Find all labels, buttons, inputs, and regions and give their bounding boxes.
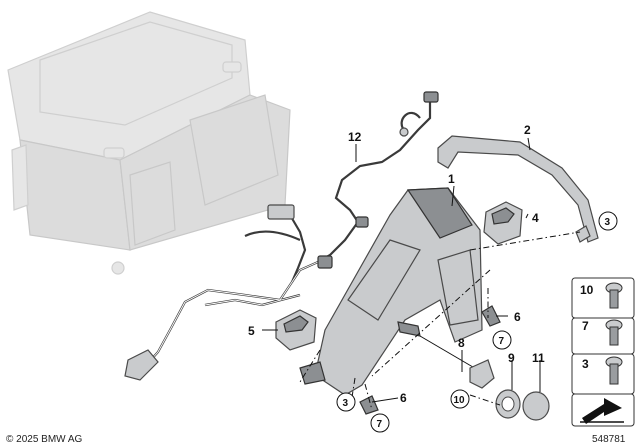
callout-7b-circle: 7 [370, 413, 390, 433]
wiring-harness [124, 91, 439, 381]
svg-text:7: 7 [499, 336, 505, 347]
svg-text:3: 3 [343, 398, 349, 409]
svg-text:3: 3 [605, 217, 611, 228]
lock-cylinder-4 [483, 201, 523, 245]
copyright-text: © 2025 BMW AG [6, 434, 83, 445]
callout-12: 12 [348, 130, 362, 144]
carrier-bracket [299, 187, 483, 396]
svg-text:7: 7 [377, 419, 383, 430]
cap-11 [522, 391, 550, 421]
top-case-ghost [7, 11, 291, 275]
fastener-legend: 10 7 3 [571, 277, 635, 427]
callout-7a-circle: 7 [492, 330, 512, 350]
torx-screw-icon-10 [605, 282, 623, 309]
ring-9 [495, 389, 521, 419]
callout-4: 4 [532, 211, 539, 225]
leader-lines [262, 137, 541, 403]
callout-6a: 6 [514, 310, 521, 324]
callout-11: 11 [532, 351, 545, 365]
legend-label-3: 3 [582, 357, 589, 371]
screw-3-a [575, 225, 591, 243]
rear-handle [437, 135, 599, 243]
callout-3b-circle: 3 [336, 392, 356, 412]
callout-5: 5 [248, 324, 255, 338]
gasket-6 [359, 305, 501, 415]
pin-8 [397, 321, 495, 389]
callout-2: 2 [524, 123, 531, 137]
callouts: 1 2 12 4 5 6 8 9 11 6 3 7 3 7 10 [248, 123, 618, 433]
callout-10-circle: 10 [450, 389, 470, 409]
callout-6b: 6 [400, 391, 407, 405]
callout-1: 1 [448, 172, 455, 186]
callout-3a-circle: 3 [598, 211, 618, 231]
screw-icon-3 [605, 356, 623, 385]
svg-text:10: 10 [454, 395, 466, 406]
screw-icon-7 [605, 319, 623, 346]
callout-8: 8 [458, 336, 465, 350]
lock-cylinder-5 [275, 309, 317, 351]
callout-9: 9 [508, 351, 515, 365]
direction-arrow-icon [580, 398, 624, 424]
diagram-number: 548781 [592, 434, 626, 445]
assembly-lines [299, 231, 581, 411]
legend-label-10: 10 [580, 283, 594, 297]
legend-label-7: 7 [582, 319, 589, 333]
